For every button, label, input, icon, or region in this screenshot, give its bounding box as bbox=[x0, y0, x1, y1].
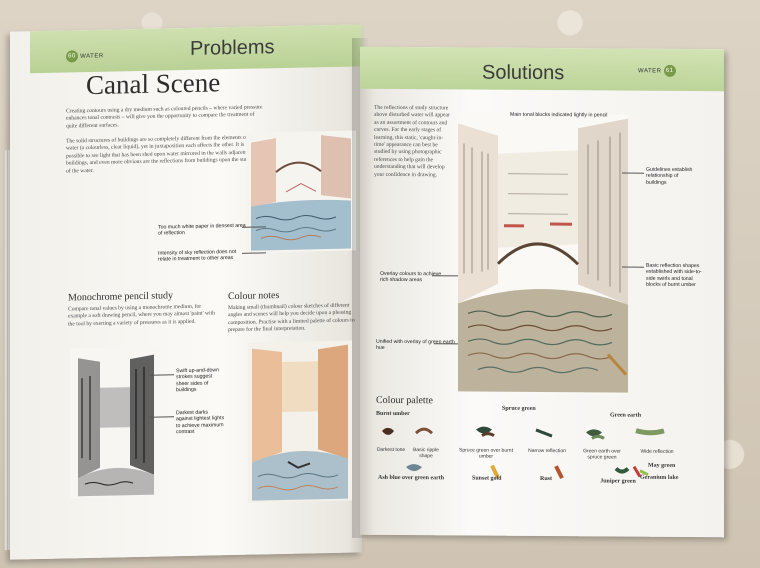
palette-label-ash-blue: Ash blue over green earth bbox=[378, 474, 445, 482]
left-page-heading: Problems bbox=[190, 36, 275, 60]
colour-thumbnail-sketch bbox=[248, 340, 352, 503]
mono-paragraph: Compare tonal values by using a monochro… bbox=[68, 303, 215, 328]
palette-swatches-row-2 bbox=[406, 464, 649, 480]
monochrome-pencil-sketch bbox=[70, 346, 160, 499]
right-page-number: 61 bbox=[663, 64, 676, 77]
caption-leader-line bbox=[432, 275, 458, 277]
caption-darkest-darks: Darkest darks against lightest lights to… bbox=[176, 409, 225, 436]
palette-name-narrow-reflection: Narrow reflection bbox=[528, 447, 566, 455]
palette-name-spruce-over-umber: Spruce green over burnt umber bbox=[459, 447, 513, 460]
palette-label-green-earth: Green earth bbox=[610, 412, 642, 419]
palette-name-basic-ripple: Basic ripple shape bbox=[413, 447, 439, 460]
caption-unified-overlay: Unified with overlay of green earth hue bbox=[376, 338, 455, 352]
caption-leader-line bbox=[434, 343, 458, 345]
palette-name-wide-reflection: Wide reflection bbox=[640, 448, 674, 455]
right-page: Solutions WATER 61 The reflections of st… bbox=[360, 46, 724, 538]
caption-leader-line bbox=[242, 252, 266, 254]
canal-main-illustration bbox=[458, 113, 628, 395]
palette-label-burnt-umber: Burnt umber bbox=[376, 410, 410, 418]
solutions-paragraph: The reflections of study structure above… bbox=[374, 104, 450, 178]
right-page-heading: Solutions bbox=[482, 61, 565, 85]
intro-paragraph-2: The solid structures of buildings are so… bbox=[66, 134, 256, 175]
caption-guidelines: Guidelines establish relationship of bui… bbox=[646, 166, 693, 186]
colour-notes-paragraph: Making small (thumbnail) colour sketches… bbox=[228, 302, 355, 334]
colour-notes-heading: Colour notes bbox=[228, 290, 280, 303]
palette-label-may-green: May green bbox=[648, 462, 676, 469]
right-folio: WATER 61 bbox=[638, 64, 676, 77]
caption-swift-strokes: Swift up-and-down strokes suggest sheer … bbox=[176, 367, 219, 394]
palette-label-geranium-lake: Geranium lake bbox=[640, 474, 679, 481]
left-page: 60 WATER Problems Canal Scene Creating c… bbox=[10, 24, 362, 560]
caption-overlay-colours: Overlay colours to achieve rich shadow a… bbox=[380, 270, 442, 284]
palette-label-juniper-green: Juniper green bbox=[600, 478, 636, 485]
caption-sky-reflection: Intensity of sky reflection does not rel… bbox=[158, 248, 237, 263]
caption-leader-line bbox=[150, 416, 174, 418]
caption-main-tonal: Main tonal blocks indicated lightly in p… bbox=[510, 111, 608, 119]
page-title: Canal Scene bbox=[86, 67, 221, 101]
caption-white-paper: Too much white paper in densest area of … bbox=[158, 222, 246, 237]
intro-paragraph: Creating contours using a dry medium suc… bbox=[66, 104, 263, 130]
canal-colour-sketch bbox=[246, 130, 356, 253]
left-folio: 60 WATER bbox=[66, 50, 104, 63]
palette-swatches-row-1 bbox=[382, 426, 665, 440]
palette-name-green-over-spruce: Green earth over spruce green bbox=[583, 448, 621, 461]
caption-leader-line bbox=[622, 172, 644, 174]
caption-basic-reflection: Basic reflection shapes established with… bbox=[646, 262, 702, 289]
palette-heading: Colour palette bbox=[376, 394, 433, 407]
left-page-number: 60 bbox=[66, 50, 78, 63]
left-section-label: WATER bbox=[80, 53, 104, 60]
right-section-label: WATER bbox=[638, 68, 662, 75]
palette-name-darkest-tone: Darkest tone bbox=[376, 446, 406, 454]
palette-label-rust: Rust bbox=[540, 475, 553, 483]
mono-heading: Monochrome pencil study bbox=[68, 290, 173, 304]
palette-label-sunset-gold: Sunset gold bbox=[472, 475, 502, 482]
caption-leader-line bbox=[150, 374, 174, 376]
caption-leader-line bbox=[622, 266, 644, 268]
palette-label-spruce-green: Spruce green bbox=[502, 405, 536, 412]
